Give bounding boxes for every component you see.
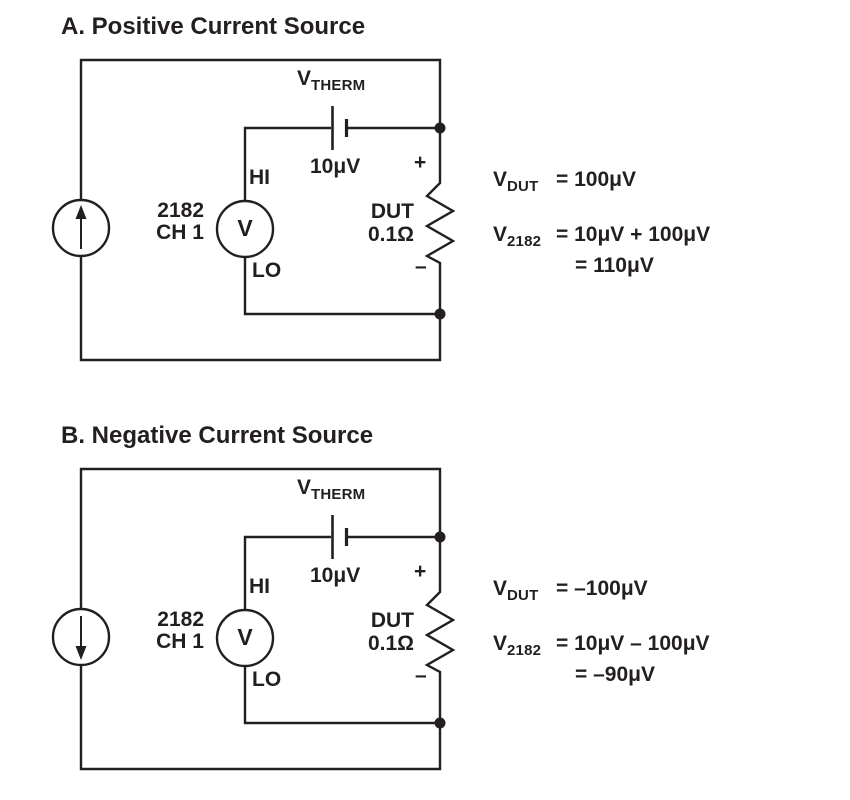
current-source-up-arrow-icon [75, 205, 87, 219]
polarity-plus-label: + [414, 151, 427, 174]
voltmeter-circle [215, 199, 275, 259]
vtherm-symbol: V [297, 476, 312, 499]
junction-dot [434, 717, 446, 729]
eq-var-subscript: 2182 [507, 642, 542, 659]
dut-resistance: 0.1Ω [367, 223, 414, 246]
battery-value-label: 10μV [310, 564, 361, 587]
junction-dot [434, 122, 446, 134]
equation-vdut-var: VDUT [493, 168, 538, 196]
equation-v2182-var: V2182 [493, 223, 541, 251]
battery-value-label: 10μV [310, 155, 361, 178]
equation-v2182-value: = 10μV – 100μV [556, 632, 710, 655]
source-model-line1: 2182 [157, 608, 204, 631]
junction-dot [434, 531, 446, 543]
circuit-a-outer-loop-with-resistor [79, 58, 456, 362]
circuit-b [51, 467, 456, 771]
eq-var-symbol: V [493, 632, 508, 655]
vtherm-subscript: THERM [311, 77, 366, 94]
eq-var-subscript: DUT [507, 587, 539, 604]
hi-terminal-label: HI [249, 575, 270, 598]
source-model-line2: CH 1 [156, 221, 204, 244]
circuit-b-outer-loop-with-resistor [79, 467, 456, 771]
eq-var-subscript: 2182 [507, 233, 542, 250]
dut-name: DUT [370, 609, 414, 632]
hi-terminal-label: HI [249, 166, 270, 189]
equation-vdut-value: = 100μV [556, 168, 636, 191]
eq-var-symbol: V [493, 168, 508, 191]
junction-dot [434, 308, 446, 320]
equation-v2182-var: V2182 [493, 632, 541, 660]
polarity-plus-label: + [414, 560, 427, 583]
voltmeter-symbol: V [237, 215, 253, 241]
equation-v2182-value: = 10μV + 100μV [556, 223, 711, 246]
equation-vdut-value: = –100μV [556, 577, 648, 600]
polarity-minus-label: – [415, 255, 427, 278]
vtherm-subscript: THERM [311, 486, 366, 503]
vtherm-label: VTHERM [297, 67, 365, 95]
voltmeter-symbol: V [237, 624, 253, 650]
eq-var-symbol: V [493, 223, 508, 246]
equation-vdut-var: VDUT [493, 577, 538, 605]
voltmeter-circle [215, 608, 275, 668]
dut-resistance: 0.1Ω [367, 632, 414, 655]
dut-label: DUT 0.1Ω [314, 609, 414, 655]
vtherm-symbol: V [297, 67, 312, 90]
circuit-a [51, 58, 456, 362]
section-b-title: B. Negative Current Source [61, 422, 374, 449]
source-model-line1: 2182 [157, 199, 204, 222]
source-model-label: 2182 CH 1 [120, 200, 204, 244]
equation-result-value: = 110μV [575, 254, 654, 277]
lo-terminal-label: LO [252, 259, 282, 282]
eq-var-symbol: V [493, 577, 508, 600]
equation-result-value: = –90μV [575, 663, 655, 686]
current-source-down-arrow-icon [75, 646, 87, 660]
eq-var-subscript: DUT [507, 178, 539, 195]
dut-name: DUT [370, 200, 414, 223]
vtherm-label: VTHERM [297, 476, 365, 504]
section-a-title: A. Positive Current Source [61, 13, 366, 40]
lo-terminal-label: LO [252, 668, 282, 691]
source-model-line2: CH 1 [156, 630, 204, 653]
source-model-label: 2182 CH 1 [120, 609, 204, 653]
dut-label: DUT 0.1Ω [314, 200, 414, 246]
polarity-minus-label: – [415, 664, 427, 687]
